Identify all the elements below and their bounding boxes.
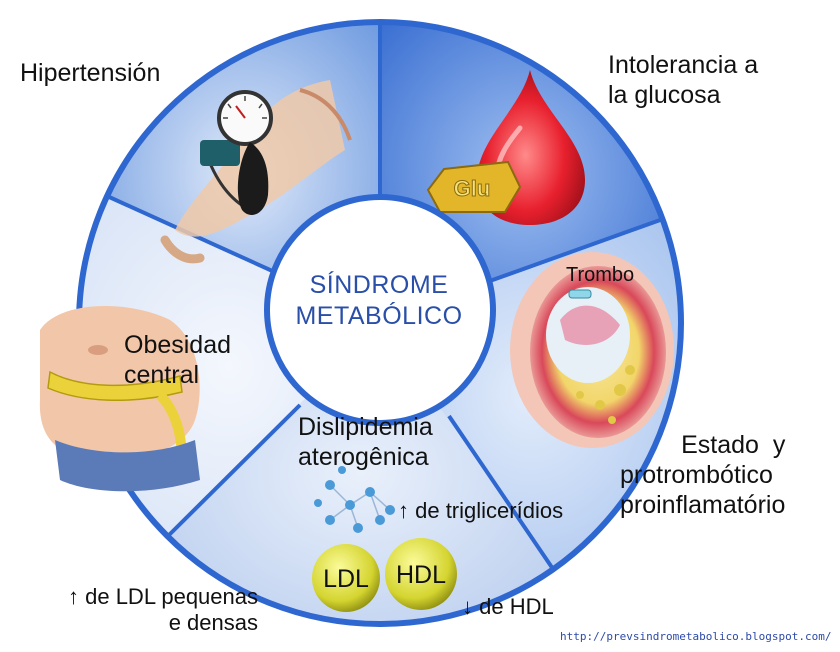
artery-thrombus-icon	[510, 252, 674, 448]
obesity-label-line1: Obesidad	[124, 331, 232, 359]
obesity-label-line2: central	[124, 361, 200, 389]
hypertension-label: Hipertensión	[20, 59, 161, 87]
hdl-note: ↓ de HDL	[462, 594, 554, 619]
ldl-note-line2: e densas	[168, 610, 258, 635]
ldl-note: ↑ de LDL pequenas e densas	[68, 584, 258, 636]
thrombosis-label-line2: protrombótico	[620, 461, 773, 489]
thrombosis-label-line3: proinflamatório	[620, 491, 786, 519]
glucose-label: Intolerancia a la glucosa	[608, 50, 758, 110]
hdl-particle	[385, 538, 457, 610]
center-circle	[264, 194, 496, 426]
lipoprotein-particles-icon	[314, 466, 395, 533]
glucose-badge-text: Glu	[454, 176, 491, 201]
source-url[interactable]: http://prevsindrometabolico.blogspot.com…	[560, 630, 832, 643]
ldl-particle	[312, 544, 380, 612]
center-title: SÍNDROME METABÓLICO	[286, 270, 472, 332]
thrombosis-label: Estado y protrombótico proinflamatório	[620, 430, 785, 520]
glucose-label-line1: Intolerancia a	[608, 51, 759, 79]
glucose-label-line2: la glucosa	[608, 81, 721, 109]
dyslipidemia-label: Dislipidemia aterogênica	[298, 412, 433, 472]
hdl-badge-text: HDL	[396, 561, 446, 589]
triglycerides-note: ↑ de triglicerídios	[398, 498, 564, 523]
segment-dyslipidemia	[168, 323, 553, 624]
thrombus-tag: Trombo	[566, 264, 634, 286]
ldl-note-line1: ↑ de LDL pequenas	[68, 584, 258, 609]
glucose-badge: Glu	[426, 160, 522, 213]
dyslipidemia-label-line1: Dislipidemia	[298, 413, 433, 441]
obesity-label: Obesidad central	[124, 330, 231, 390]
abdominal-obesity-icon	[39, 306, 200, 492]
thrombosis-label-line1: Estado y	[681, 431, 786, 459]
ldl-badge-text: LDL	[323, 565, 369, 593]
center-title-line2: METABÓLICO	[295, 302, 463, 330]
dyslipidemia-label-line2: aterogênica	[298, 443, 429, 471]
center-title-line1: SÍNDROME	[309, 271, 449, 299]
blood-pressure-gauge-icon	[160, 80, 352, 264]
blood-drop-icon: Glu	[426, 70, 585, 225]
